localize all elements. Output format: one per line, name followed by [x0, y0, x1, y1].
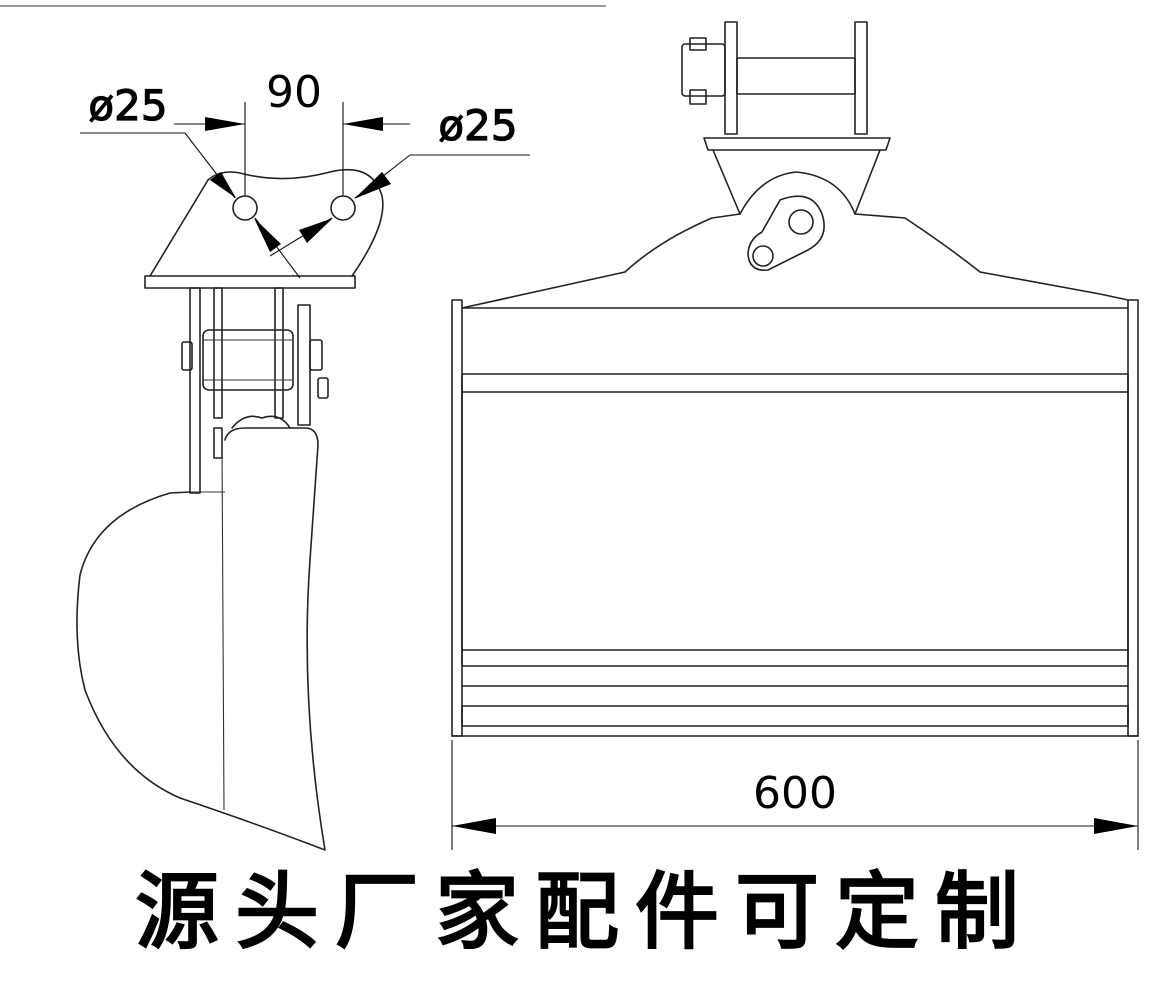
front-top-link-plate-left [724, 21, 738, 135]
front-cutting-edge [461, 705, 1129, 727]
side-bucket-body [76, 427, 326, 851]
caption-text: 源头厂家配件可定制 [134, 863, 1035, 961]
side-view [76, 102, 530, 851]
left-pin-hole [232, 195, 258, 221]
right-pin-hole [330, 195, 356, 221]
dim-bucket-width: 600 [753, 768, 837, 819]
side-bracket-lug [149, 168, 384, 277]
front-mount-plate [703, 137, 891, 151]
dim-pin-spacing: 90 [266, 67, 322, 118]
front-lower-crossbar [461, 649, 1129, 667]
front-link-plate [747, 195, 825, 272]
dim-pin-diameter-right: ø25 [438, 101, 517, 150]
side-hanger-plate-right [297, 304, 311, 426]
front-shoulder [461, 213, 1129, 309]
side-bolt-right [309, 339, 323, 371]
front-side-plate-right [1127, 299, 1139, 737]
front-top-link-shaft [736, 57, 856, 95]
front-top-link-plate-right [854, 21, 868, 135]
side-hanger-plate-left [189, 287, 201, 494]
front-top-crossbar [461, 373, 1129, 393]
dim-pin-diameter-left: ø25 [88, 81, 167, 130]
side-bolt-left [181, 341, 193, 371]
side-mount-plate [144, 275, 356, 289]
front-side-plate-left [451, 299, 463, 737]
front-view [451, 21, 1139, 850]
side-cylinder [202, 329, 294, 391]
